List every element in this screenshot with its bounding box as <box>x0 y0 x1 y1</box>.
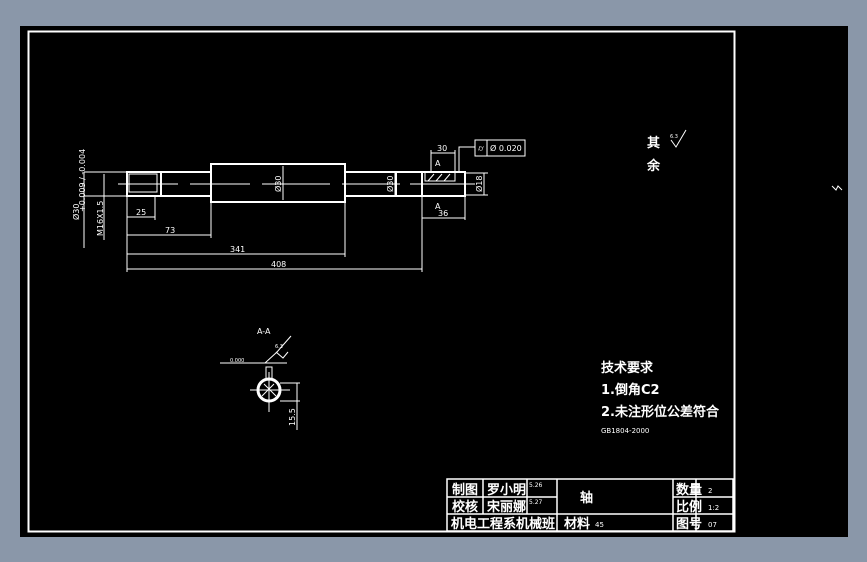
section-mark-top: A <box>435 159 441 168</box>
requirements-standard: GB1804-2000 <box>601 427 649 435</box>
requirements-title: 技术要求 <box>601 360 654 376</box>
drawing-no-value: 07 <box>708 521 717 529</box>
dim-right-diameter: Ø30 <box>385 176 395 192</box>
section-title: A-A <box>257 327 271 336</box>
flatness-symbol-icon: ⌭ <box>478 144 484 153</box>
roughness-value: 6.3 <box>670 134 678 140</box>
dim-341: 341 <box>230 245 245 254</box>
dim-left-tolerance: +0.009 / -0.004 <box>78 149 87 212</box>
dim-36: 36 <box>438 209 448 218</box>
dim-30: 30 <box>437 144 447 153</box>
dim-end-diameter: Ø18 <box>474 176 484 192</box>
drawn-name: 罗小明 <box>487 483 526 498</box>
scale-label: 比例 <box>676 499 702 515</box>
section-mark-bottom: A <box>435 202 441 211</box>
dimension-lines <box>83 139 526 272</box>
roughness-note-line1: 其 <box>647 135 660 151</box>
section-dim: 15.5 <box>288 408 297 426</box>
material-value: 45 <box>595 521 604 529</box>
section-datum-tol: 0.000 <box>230 358 244 364</box>
material-label: 材料 <box>564 516 590 532</box>
scale-value: 1:2 <box>708 504 719 512</box>
dim-thread: M16X1.5 <box>96 201 105 236</box>
check-name: 宋丽娜 <box>486 499 526 515</box>
dim-408: 408 <box>271 260 286 269</box>
section-view-a-a: A-A 6.3 0.000 15.5 <box>220 327 300 430</box>
drawing-canvas[interactable] <box>20 26 848 537</box>
shaft-main-view <box>126 163 466 203</box>
drawn-date: 5.26 <box>529 482 543 489</box>
department: 机电工程系机械班 <box>451 516 555 532</box>
drawing-border <box>27 30 736 533</box>
qty-label: 数量 <box>676 482 702 498</box>
break-symbol-icon <box>831 185 843 191</box>
qty-value: 2 <box>708 487 712 495</box>
roughness-symbol-icon <box>670 129 687 148</box>
dim-25: 25 <box>136 208 146 217</box>
check-date: 5.27 <box>529 499 543 506</box>
requirements-item-2: 2.未注形位公差符合 <box>601 404 720 420</box>
part-name: 轴 <box>580 490 593 506</box>
check-label: 校核 <box>452 499 478 515</box>
dim-mid-diameter: Ø30 <box>273 176 283 192</box>
section-roughness: 6.3 <box>275 344 283 350</box>
drawn-label: 制图 <box>452 482 478 498</box>
dim-left-diameter: Ø30 <box>71 204 81 220</box>
drawing-no-label: 图号 <box>676 517 702 532</box>
requirements-item-1: 1.倒角C2 <box>601 382 660 398</box>
title-block <box>446 478 734 532</box>
tolerance-frame-value: Ø 0.020 <box>490 143 522 153</box>
dim-73: 73 <box>165 226 175 235</box>
roughness-note-line2: 余 <box>646 158 661 174</box>
keyway <box>424 171 456 182</box>
